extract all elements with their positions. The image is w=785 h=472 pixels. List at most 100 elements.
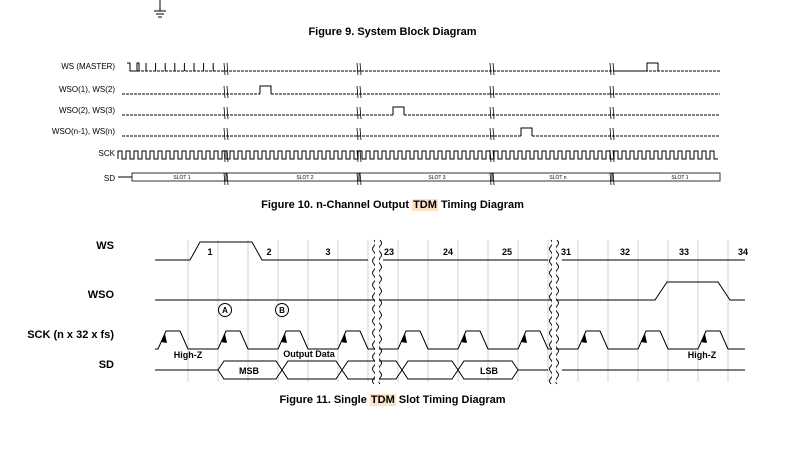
break-mark (489, 85, 492, 99)
figure-10-caption-prefix: Figure 10. n-Channel Output (261, 199, 413, 211)
marker-circle (218, 303, 232, 317)
ws-master-pulse (127, 62, 140, 72)
ws-master-frame-pulse (615, 62, 659, 72)
figure-11-caption-highlight: TDM (369, 394, 396, 406)
break-mark (359, 149, 362, 163)
fig11-tick-label: 3 (325, 247, 330, 257)
break-mark (356, 106, 359, 120)
break-mark (612, 127, 615, 141)
break-mark (489, 149, 492, 163)
sd-slot-label: SLOT n (549, 175, 566, 181)
wso-pulse (259, 85, 272, 94)
sck-rising-arrow (521, 334, 527, 343)
sck-rising-arrow (461, 334, 467, 343)
break-mark (612, 85, 615, 99)
break-mark (492, 149, 495, 163)
break-mark (492, 62, 495, 76)
wso-pulse (520, 127, 533, 136)
break-mark (226, 127, 229, 141)
fig11-tick-label: 25 (502, 247, 512, 257)
break-wavy-line (372, 239, 376, 385)
break-mark (489, 127, 492, 141)
fig11-signal-label: SCK (n x 32 x fs) (27, 329, 114, 341)
figure-10-caption-suffix: Timing Diagram (437, 199, 524, 211)
sd-bus-segment (341, 360, 403, 380)
sd-slot-box (358, 172, 493, 182)
figure-11-caption-prefix: Figure 11. Single (279, 394, 370, 406)
sd-slot-box (611, 172, 721, 182)
sck-rising-arrow (221, 334, 227, 343)
marker-label: A (222, 306, 228, 315)
break-mark (223, 172, 226, 186)
sd-output-data-label: Output Data (283, 349, 335, 359)
break-mark (609, 149, 612, 163)
break-mark (609, 106, 612, 120)
break-mark (223, 127, 226, 141)
break-mark (359, 85, 362, 99)
break-mark (492, 85, 495, 99)
break-wavy-line (378, 239, 382, 385)
figure-10-caption-highlight: TDM (412, 199, 438, 211)
fig11-tick-label: 23 (384, 247, 394, 257)
fig10-signal-label: WS (MASTER) (61, 62, 115, 71)
ground-symbol (154, 0, 166, 18)
sd-slot-label: SLOT 1 (671, 175, 688, 181)
break-mark (359, 172, 362, 186)
break-mark (356, 127, 359, 141)
break-mark (609, 172, 612, 186)
sd-slot-label: SLOT 2 (296, 175, 313, 181)
break-mark (359, 127, 362, 141)
break-mark (489, 106, 492, 120)
fig11-tick-label: 1 (207, 247, 212, 257)
break-mark (223, 62, 226, 76)
break-mark (612, 106, 615, 120)
fig11-tick-label: 31 (561, 247, 571, 257)
sck-rising-arrow (281, 334, 287, 343)
sd-lsb-label: LSB (480, 366, 499, 376)
break-mark (609, 62, 612, 76)
break-mark (356, 85, 359, 99)
figure-11-caption-suffix: Slot Timing Diagram (395, 394, 506, 406)
break-wavy-line (555, 239, 559, 385)
break-mark (226, 106, 229, 120)
break-mark (223, 85, 226, 99)
break-mark (356, 172, 359, 186)
figure-9-caption: Figure 9. System Block Diagram (308, 26, 477, 38)
break-mark (609, 127, 612, 141)
break-mark (226, 85, 229, 99)
fig10-timing-diagram: WS (MASTER)WSO(1), WS(2)WSO(2), WS(3)WSO… (52, 62, 721, 186)
fig11-tick-label: 2 (266, 247, 271, 257)
sck-rising-arrow (701, 334, 707, 343)
sd-bus-segment (281, 360, 343, 380)
fig11-signal-label: WSO (88, 289, 115, 301)
ws-waveform (155, 241, 368, 261)
break-mark (612, 149, 615, 163)
sd-slot-box (225, 172, 360, 182)
fig11-tick-label: 24 (443, 247, 453, 257)
break-gap (552, 240, 556, 382)
sck-waveform (155, 330, 745, 350)
break-mark (612, 62, 615, 76)
break-mark (223, 106, 226, 120)
wso-waveform (155, 281, 745, 301)
sck-rising-arrow (341, 334, 347, 343)
break-mark (612, 172, 615, 186)
figure-10-caption: Figure 10. n-Channel Output TDM Timing D… (0, 199, 785, 211)
fig11-tick-label: 34 (738, 247, 748, 257)
break-mark (492, 127, 495, 141)
marker-label: B (279, 306, 285, 315)
wso-pulse (392, 106, 405, 115)
fig10-signal-label: WSO(2), WS(3) (59, 106, 115, 115)
break-gap (375, 240, 379, 382)
break-mark (223, 149, 226, 163)
break-mark (356, 62, 359, 76)
sd-highz-left-label: High-Z (174, 350, 203, 360)
fig11-tick-label: 32 (620, 247, 630, 257)
fig11-signal-label: SD (99, 359, 114, 371)
break-mark (489, 62, 492, 76)
fig11-signal-label: WS (96, 240, 114, 252)
break-mark (492, 172, 495, 186)
break-mark (226, 149, 229, 163)
sd-bus-segment (401, 360, 459, 380)
